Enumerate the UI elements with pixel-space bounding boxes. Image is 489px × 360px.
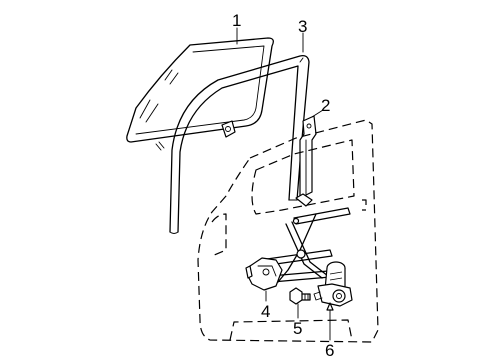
- callout-4: 4: [261, 302, 270, 321]
- regulator-motor: [313, 261, 353, 307]
- leader-lines: [236, 27, 334, 341]
- door-glass: [126, 37, 274, 151]
- callout-6: 6: [325, 341, 334, 360]
- callout-5: 5: [293, 319, 302, 338]
- callout-2: 2: [321, 96, 330, 115]
- regulator-bracket: [245, 257, 283, 291]
- callout-1: 1: [232, 11, 241, 30]
- callout-3: 3: [298, 17, 307, 36]
- rear-run-channel: [295, 115, 317, 207]
- door-shell: [197, 119, 379, 343]
- bolt: [289, 287, 311, 305]
- glass-run-channel: [169, 54, 310, 234]
